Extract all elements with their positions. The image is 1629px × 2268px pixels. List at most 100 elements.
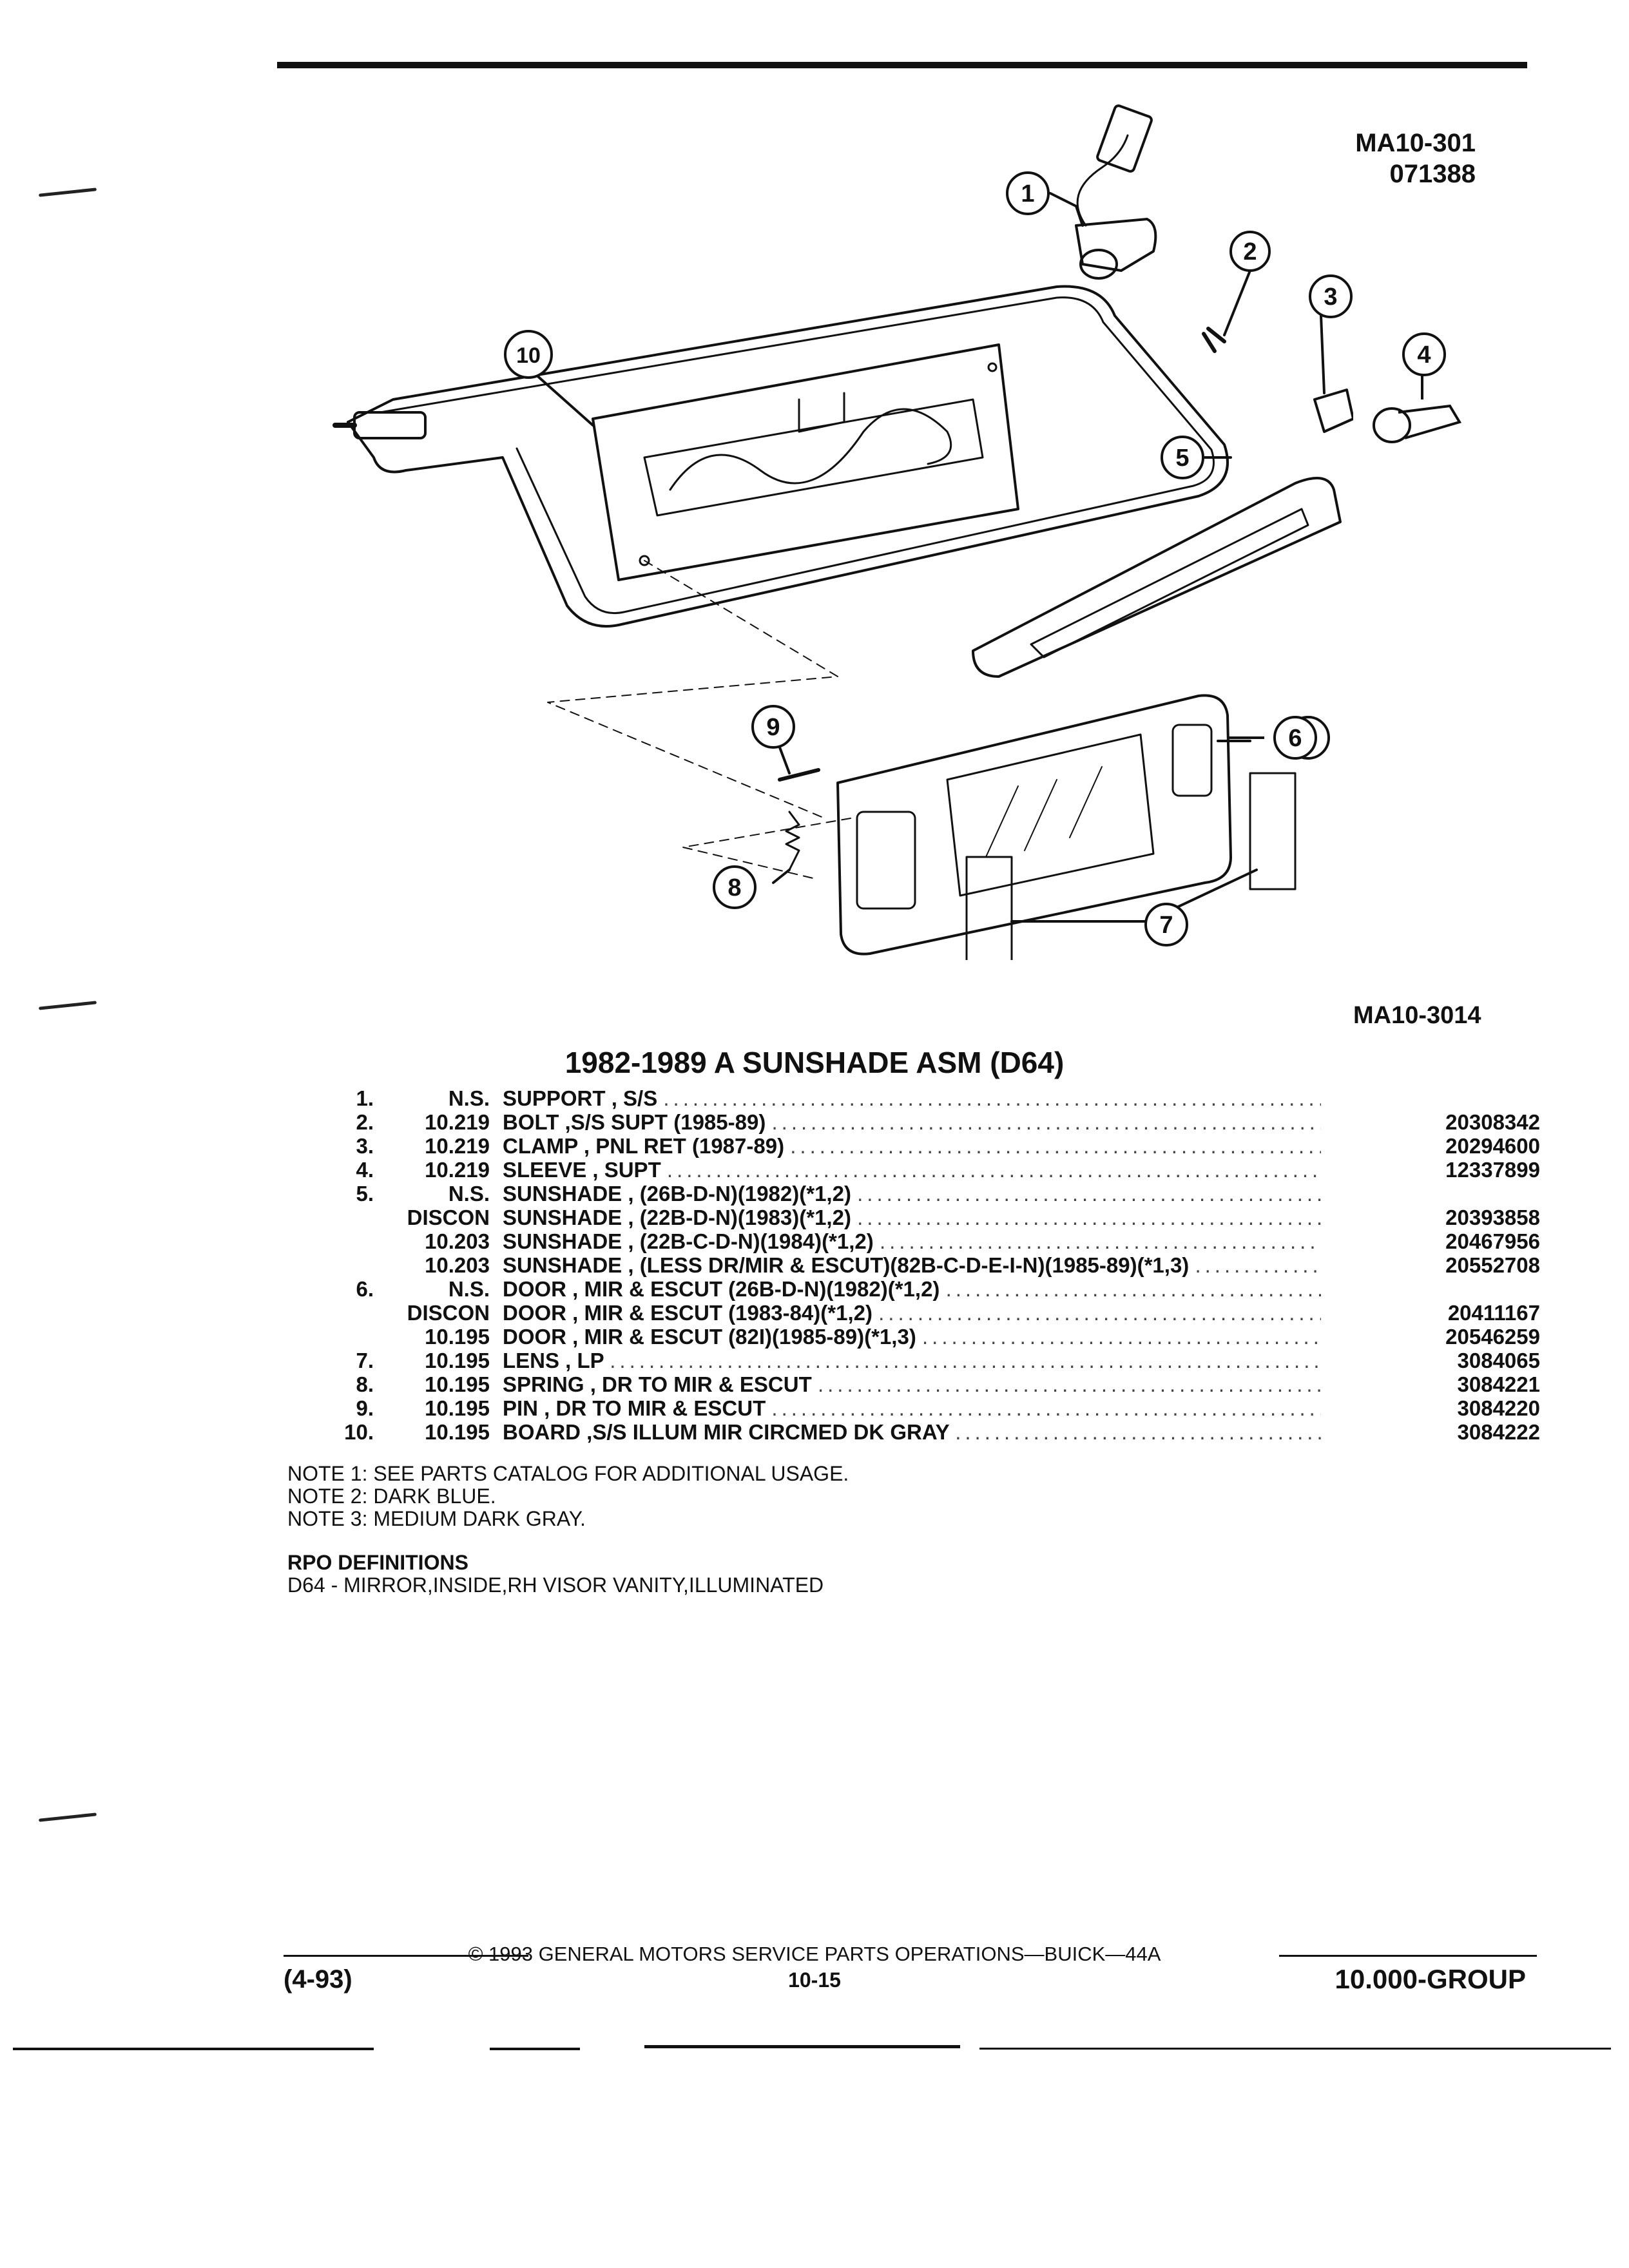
- bottom-rule: [490, 2048, 580, 2050]
- group-number: 10.203: [425, 1229, 490, 1253]
- callout-number: 2: [1243, 238, 1257, 265]
- part-number: 3084220: [1457, 1396, 1540, 1420]
- section-title: 1982-1989 A SUNSHADE ASM (D64): [564, 1046, 1065, 1079]
- notes-section: NOTE 1: SEE PARTS CATALOG FOR ADDITIONAL…: [287, 1463, 849, 1530]
- callout-number: 9: [766, 714, 780, 741]
- lamp-opening: [856, 811, 916, 910]
- group-number: N.S.: [448, 1277, 490, 1301]
- callout-circle: [751, 705, 795, 749]
- callout-number: 4: [1417, 341, 1431, 369]
- catalog-date-code: 071388: [1389, 160, 1476, 188]
- part-description: SPRING , DR TO MIR & ESCUT .............…: [503, 1372, 1321, 1396]
- rpo-definitions: RPO DEFINITIONS D64 - MIRROR,INSIDE,RH V…: [287, 1552, 824, 1597]
- group-number: 10.203: [425, 1253, 490, 1277]
- lamp-opening: [1171, 724, 1213, 797]
- item-number: 7.: [356, 1349, 374, 1372]
- sleeve-part-illustration: [1373, 404, 1462, 443]
- illumination-board: [592, 343, 1019, 581]
- scan-mark: [38, 187, 97, 197]
- exploded-parts-illustration: 1 2 3 4 5 6 7 8 9 10: [333, 104, 1353, 960]
- sunshade-body: [347, 285, 1229, 628]
- group-number: 10.195: [425, 1396, 490, 1420]
- escutcheon-leader-line: [1228, 736, 1264, 739]
- callout-number: 7: [1159, 912, 1173, 939]
- rpo-heading: RPO DEFINITIONS: [287, 1551, 468, 1574]
- parts-row: 10.203 SUNSHADE , (LESS DR/MIR & ESCUT)(8…: [329, 1253, 1540, 1277]
- board-wiring: [669, 408, 952, 491]
- callout-number: 1: [1021, 180, 1034, 207]
- support-pivot: [1079, 249, 1118, 280]
- part-description: SUNSHADE , (26B-D-N)(1982)(*1,2) .......…: [503, 1182, 1321, 1206]
- sunshade-rod: [353, 411, 427, 439]
- group-number: N.S.: [448, 1182, 490, 1206]
- item-number: 2.: [356, 1110, 374, 1134]
- part-number: 20393858: [1445, 1206, 1540, 1229]
- callout-number: 3: [1324, 284, 1337, 311]
- part-number: 20467956: [1445, 1229, 1540, 1253]
- part-number: 3084065: [1457, 1349, 1540, 1372]
- leader-line: [772, 869, 791, 884]
- rpo-definition: D64 - MIRROR,INSIDE,RH VISOR VANITY,ILLU…: [287, 1573, 824, 1597]
- sleeve-ring: [1373, 407, 1411, 443]
- support-connector: [1096, 104, 1153, 173]
- parts-row: 10.203 SUNSHADE , (22B-C-D-N)(1984)(*1,2)…: [329, 1229, 1540, 1253]
- part-number: 20546259: [1445, 1325, 1540, 1349]
- clamp: [1313, 389, 1353, 433]
- note-line: NOTE 3: MEDIUM DARK GRAY.: [287, 1507, 586, 1530]
- part-description: DOOR , MIR & ESCUT (26B-D-N)(1982)(*1,2)…: [503, 1277, 1321, 1301]
- support-wire: [1076, 134, 1129, 227]
- part-description: SUPPORT , S/S ..........................…: [503, 1086, 1321, 1110]
- part-description: SUNSHADE , (22B-D-N)(1983)(*1,2) .......…: [503, 1206, 1321, 1229]
- part-description: DOOR , MIR & ESCUT (82I)(1985-89)(*1,3) …: [503, 1325, 1321, 1349]
- callout-circle: [1144, 903, 1188, 947]
- group-number: 10.219: [425, 1110, 490, 1134]
- hinge-spring: [785, 811, 800, 871]
- scan-mark: [38, 1001, 97, 1010]
- lamp-lens: [1249, 772, 1296, 890]
- part-description: SLEEVE , SUPT ..........................…: [503, 1158, 1321, 1182]
- group-number: 10.219: [425, 1134, 490, 1158]
- callout-circle: [1309, 274, 1353, 318]
- group-number: 10.219: [425, 1158, 490, 1182]
- figure-code: MA10-3014: [1353, 1002, 1481, 1029]
- part-number: 20552708: [1445, 1253, 1540, 1277]
- group-number: 10.195: [425, 1349, 490, 1372]
- assembly-guide-line: [547, 560, 838, 819]
- group-number: DISCON: [407, 1301, 490, 1325]
- mirror-reflection: [985, 766, 1103, 858]
- part-number: 20308342: [1445, 1110, 1540, 1134]
- mirror-glass: [946, 733, 1155, 897]
- board-screw: [987, 362, 998, 372]
- part-number: 20411167: [1447, 1301, 1540, 1325]
- part-description: SUNSHADE , (22B-C-D-N)(1984)(*1,2) .....…: [503, 1229, 1321, 1253]
- part-description: LENS , LP ..............................…: [503, 1349, 1321, 1372]
- escutcheon-callout: 6: [1273, 716, 1317, 760]
- callout-number: 5: [1175, 445, 1189, 472]
- footer-copyright: © 1993 GENERAL MOTORS SERVICE PARTS OPER…: [468, 1943, 1161, 1965]
- group-number: 10.195: [425, 1325, 490, 1349]
- sunshade-edge: [379, 296, 1215, 615]
- parts-row: 6.N.S.DOOR , MIR & ESCUT (26B-D-N)(1982)…: [329, 1277, 1540, 1301]
- part-description: SUNSHADE , (LESS DR/MIR & ESCUT)(82B-C-D…: [503, 1253, 1321, 1277]
- callout-number: 8: [728, 874, 741, 901]
- leader-line: [1320, 314, 1325, 394]
- mirror-escutcheon: [836, 694, 1232, 956]
- callout-circle: [713, 865, 757, 909]
- item-number: 3.: [356, 1134, 374, 1158]
- board-screw: [639, 555, 650, 566]
- item-number: 5.: [356, 1182, 374, 1206]
- catalog-code: MA10-301: [1355, 129, 1476, 157]
- leader-line: [1223, 269, 1251, 336]
- assembly-guide-line: [682, 818, 851, 880]
- top-rule: [277, 62, 1527, 68]
- callout-circle: [1006, 171, 1050, 215]
- sleeve-callout: 4: [1402, 332, 1446, 376]
- parts-row: 5. N.S. SUNSHADE , (26B-D-N)(1982)(*1,2) .…: [329, 1182, 1540, 1206]
- bottom-rule: [644, 2045, 960, 2048]
- parts-row: 1.N.S.SUPPORT , S/S ....................…: [329, 1086, 1540, 1110]
